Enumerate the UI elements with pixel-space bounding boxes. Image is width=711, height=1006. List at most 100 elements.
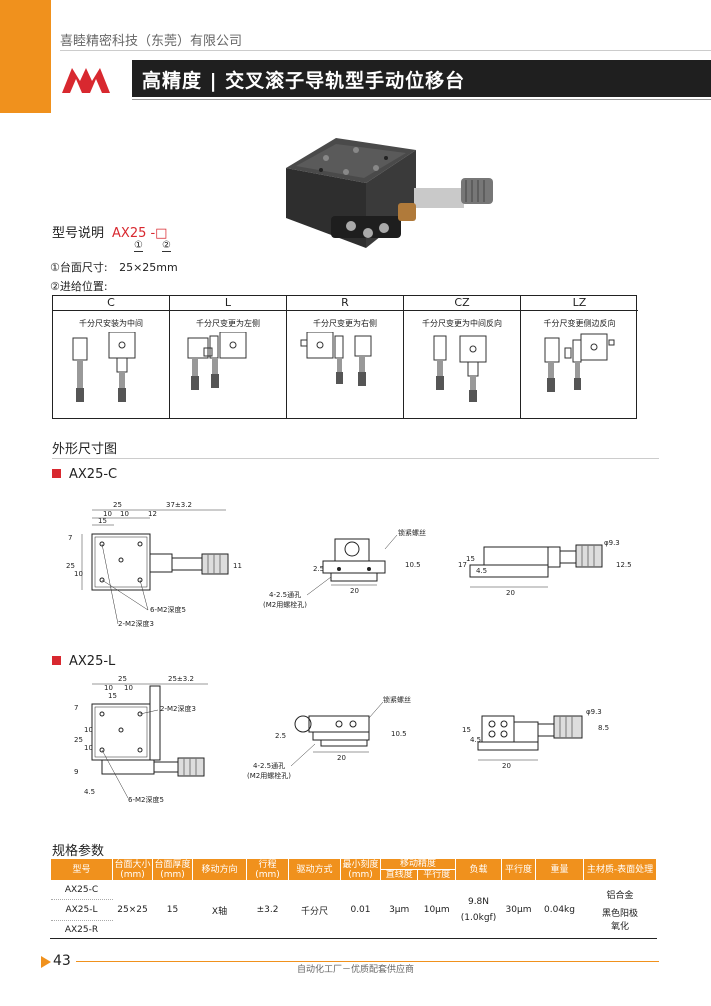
callout-label: 4-2.5通孔 (269, 590, 301, 599)
dim-label: 25±3.2 (168, 675, 194, 683)
position-desc: 千分尺变更为左侧 (196, 319, 260, 328)
header-thickness: 台面厚度 (mm) (152, 858, 193, 881)
dim-label: 10 (124, 684, 133, 692)
value-material-1: 铝合金 (606, 891, 634, 902)
header-parallel-acc: 平行度 (417, 869, 456, 881)
callout-label: (M2用螺栓孔) (263, 600, 307, 609)
callout-label: (M2用螺栓孔) (247, 771, 291, 780)
dim-label: 25 (113, 501, 122, 509)
page-title: 高精度 | 交叉滚子导轨型手动位移台 (142, 70, 466, 92)
dim-label: 15 (108, 692, 117, 700)
dim-label: 10 (120, 510, 129, 518)
page-number: 43 (53, 953, 71, 969)
position-desc: 千分尺变更为右侧 (313, 319, 377, 328)
dim-label: 10.5 (391, 730, 407, 738)
row-model: AX25-R (50, 920, 113, 940)
position-cz-figure (433, 335, 487, 402)
callout-label: 6-M2深度5 (150, 605, 186, 614)
position-desc: 千分尺变更为中间反向 (422, 319, 502, 328)
table-size-value: 25×25mm (119, 261, 178, 274)
header-straightness: 直线度 (379, 869, 419, 881)
callout-label: 2-M2深度3 (118, 619, 154, 628)
header-parallelism: 平行度 (501, 858, 536, 881)
callout-label: 锁紧螺丝 (398, 528, 426, 537)
position-code: LZ (521, 296, 638, 311)
dim-label: φ9.3 (586, 708, 602, 716)
position-desc: 千分尺安装为中间 (79, 319, 143, 328)
position-c-figure (72, 332, 136, 402)
value-material-3: 氧化 (610, 922, 629, 933)
dim-label: 9 (74, 768, 78, 776)
ax25-l-side-drawing: 15 4.5 20 φ9.3 8.5 (462, 708, 609, 770)
position-cell-lz: LZ 千分尺变更侧边反向 (521, 296, 638, 418)
dim-label: 20 (350, 587, 359, 595)
dim-label: 25 (118, 675, 127, 683)
row-model: AX25-C (64, 885, 99, 895)
position-cell-l: L 千分尺变更为左侧 (170, 296, 287, 418)
value-load-n: 9.8N (467, 897, 490, 908)
dim-label: 10 (84, 744, 93, 752)
ax25-c-front-drawing: 锁紧螺丝 20 2.5 10.5 4-2.5通孔 (M2用螺栓孔) (263, 528, 426, 609)
value-stroke: ±3.2 (256, 905, 279, 916)
bullet-square-icon (52, 656, 61, 665)
header-divider (60, 50, 711, 51)
header-direction: 移动方向 (192, 858, 247, 881)
dim-label: 10 (103, 510, 112, 518)
section-divider (52, 458, 659, 459)
position-cell-cz: CZ 千分尺变更为中间反向 (404, 296, 521, 418)
table-size-label: ①台面尺寸: (50, 261, 108, 274)
ax25-l-title: AX25-L (69, 654, 116, 669)
company-logo (62, 68, 110, 93)
ax25-c-side-drawing: 17 15 4.5 20 φ9.3 12.5 (458, 539, 632, 597)
feed-position-table: C 千分尺安装为中间 L 千分尺变更为左侧 R 千分尺变更为右侧 (52, 295, 638, 419)
header-stroke: 行程 (mm) (246, 858, 289, 881)
position-code: L (170, 296, 286, 311)
dim-label: 11 (233, 562, 242, 570)
footer-slogan: 自动化工厂－优质配套供应商 (296, 965, 414, 975)
spec-section-title: 规格参数 (52, 844, 105, 859)
value-weight: 0.04kg (544, 905, 575, 916)
value-size: 25×25 (117, 905, 148, 916)
position-code: R (287, 296, 403, 311)
header-size: 台面大小 (mm) (112, 858, 153, 881)
dim-label: φ9.3 (604, 539, 620, 547)
value-direction: X轴 (211, 906, 228, 917)
dim-label: 10 (104, 684, 113, 692)
model-code: AX25 -□ (112, 226, 168, 241)
position-l-figure (187, 332, 247, 390)
dim-label: 12 (148, 510, 157, 518)
dim-label: 7 (74, 704, 78, 712)
dim-label: 4.5 (476, 567, 487, 575)
position-r-figure (300, 332, 372, 386)
dim-label: 12.5 (616, 561, 632, 569)
value-parallelism: 30μm (505, 905, 532, 916)
header-weight: 重量 (535, 858, 584, 881)
title-bar (132, 60, 711, 97)
ax25-c-heading: AX25-C (52, 467, 117, 482)
dimension-section-title: 外形尺寸图 (52, 442, 118, 457)
position-desc: 千分尺变更侧边反向 (543, 319, 616, 328)
callout-label: 锁紧螺丝 (383, 695, 411, 704)
orange-corner-bar (0, 0, 51, 113)
value-parallel-acc: 10μm (423, 905, 450, 916)
dim-label: 10.5 (405, 561, 421, 569)
dim-label: 37±3.2 (166, 501, 192, 509)
callout-label: 4-2.5通孔 (253, 761, 285, 770)
footer-rule (76, 961, 659, 962)
header-min-scale: 最小刻度 (mm) (340, 858, 381, 881)
callout-label: 2-M2深度3 (160, 704, 196, 713)
title-underline (132, 99, 711, 100)
header-model: 型号 (50, 858, 113, 881)
product-photo (286, 138, 493, 248)
value-min-scale: 0.01 (350, 905, 371, 916)
header-load: 负载 (455, 858, 502, 881)
spec-table: 型号 台面大小 (mm) 台面厚度 (mm) 移动方向 行程 (mm) 驱动方式… (50, 858, 657, 940)
dim-label: 4.5 (470, 736, 481, 744)
header-accuracy: 移动精度 (380, 858, 456, 870)
dim-label: 20 (502, 762, 511, 770)
ax25-l-heading: AX25-L (52, 654, 115, 669)
dim-label: 15 (466, 555, 475, 563)
ax25-l-front-drawing: 锁紧螺丝 20 2.5 10.5 4-2.5通孔 (M2用螺栓孔) (247, 695, 411, 780)
dim-label: 8.5 (598, 724, 609, 732)
